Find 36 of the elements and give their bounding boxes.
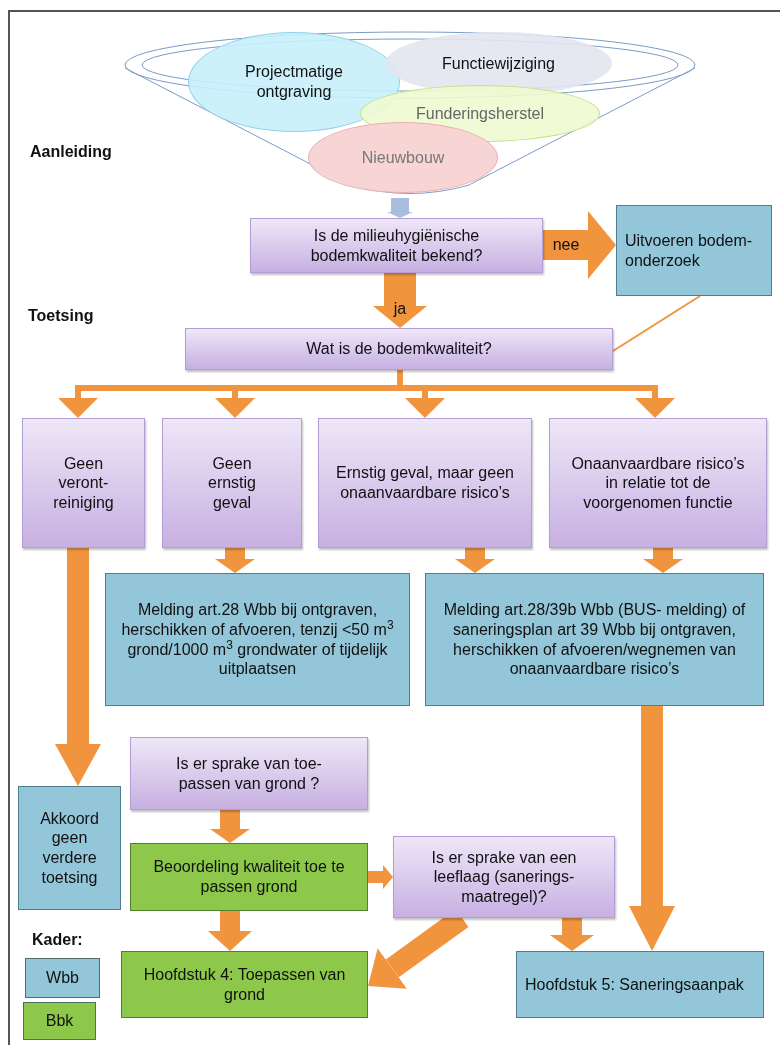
process-box: Melding art.28/39b Wbb (BUS- melding) of saneringsplan art 39 Wbb bij ontgraven, herschikken of afvoeren/wegnemen van onaanvaardbare risico’s: [425, 573, 764, 706]
arrow: [373, 273, 427, 328]
question-box: Is er sprake van een leeflaag (sanerings- maatregel)?: [393, 836, 615, 918]
category-ellipse: Projectmatige ontgraving: [188, 32, 400, 132]
question-box: Geen ernstig geval: [162, 418, 302, 548]
process-box: Uitvoeren bodem- onderzoek: [616, 205, 772, 296]
arrow: [543, 211, 616, 279]
arrow: [455, 548, 495, 573]
section-label: Aanleiding: [30, 142, 112, 162]
process-box: Melding art.28 Wbb bij ontgraven, herschikken of afvoeren, tenzij <50 m$^{3}$ grond/1000 m$^{3}$ grondwater of tijdelijk uitplaatsen: [105, 573, 410, 706]
question-box: Is de milieuhygiënische bodemkwaliteit bekend?: [250, 218, 543, 273]
arrow: [387, 198, 413, 218]
arrow: [55, 548, 101, 786]
arrow: [208, 911, 252, 951]
process-box: Hoofdstuk 5: Saneringsaanpak: [516, 951, 764, 1018]
legend-swatch: Bbk: [23, 1002, 96, 1040]
section-label: Toetsing: [28, 306, 94, 326]
process-box: Akkoord geen verdere toetsing: [18, 786, 121, 910]
arrow: [550, 918, 594, 951]
category-ellipse: Nieuwbouw: [308, 122, 498, 193]
outcome-box: Beoordeling kwaliteit toe te passen grond: [130, 843, 368, 911]
outcome-box: Hoofdstuk 4: Toepassen van grond: [121, 951, 368, 1018]
arrow: [629, 706, 675, 951]
arrow: [210, 810, 250, 843]
question-box: Is er sprake van toe- passen van grond ?: [130, 737, 368, 810]
connector-line: [612, 295, 701, 352]
question-box: Ernstig geval, maar geen onaanvaardbare risico’s: [318, 418, 532, 548]
arrow: [215, 548, 255, 573]
arrow: [643, 548, 683, 573]
legend-swatch: Wbb: [25, 958, 100, 998]
question-box: Wat is de bodemkwaliteit?: [185, 328, 613, 370]
question-box: Onaanvaardbare risico’s in relatie tot de voorgenomen functie: [549, 418, 767, 548]
edge-label: ja: [392, 301, 408, 317]
question-box: Geen veront- reiniging: [22, 418, 145, 548]
section-label: Kader:: [32, 930, 83, 950]
arrow: [368, 865, 393, 889]
